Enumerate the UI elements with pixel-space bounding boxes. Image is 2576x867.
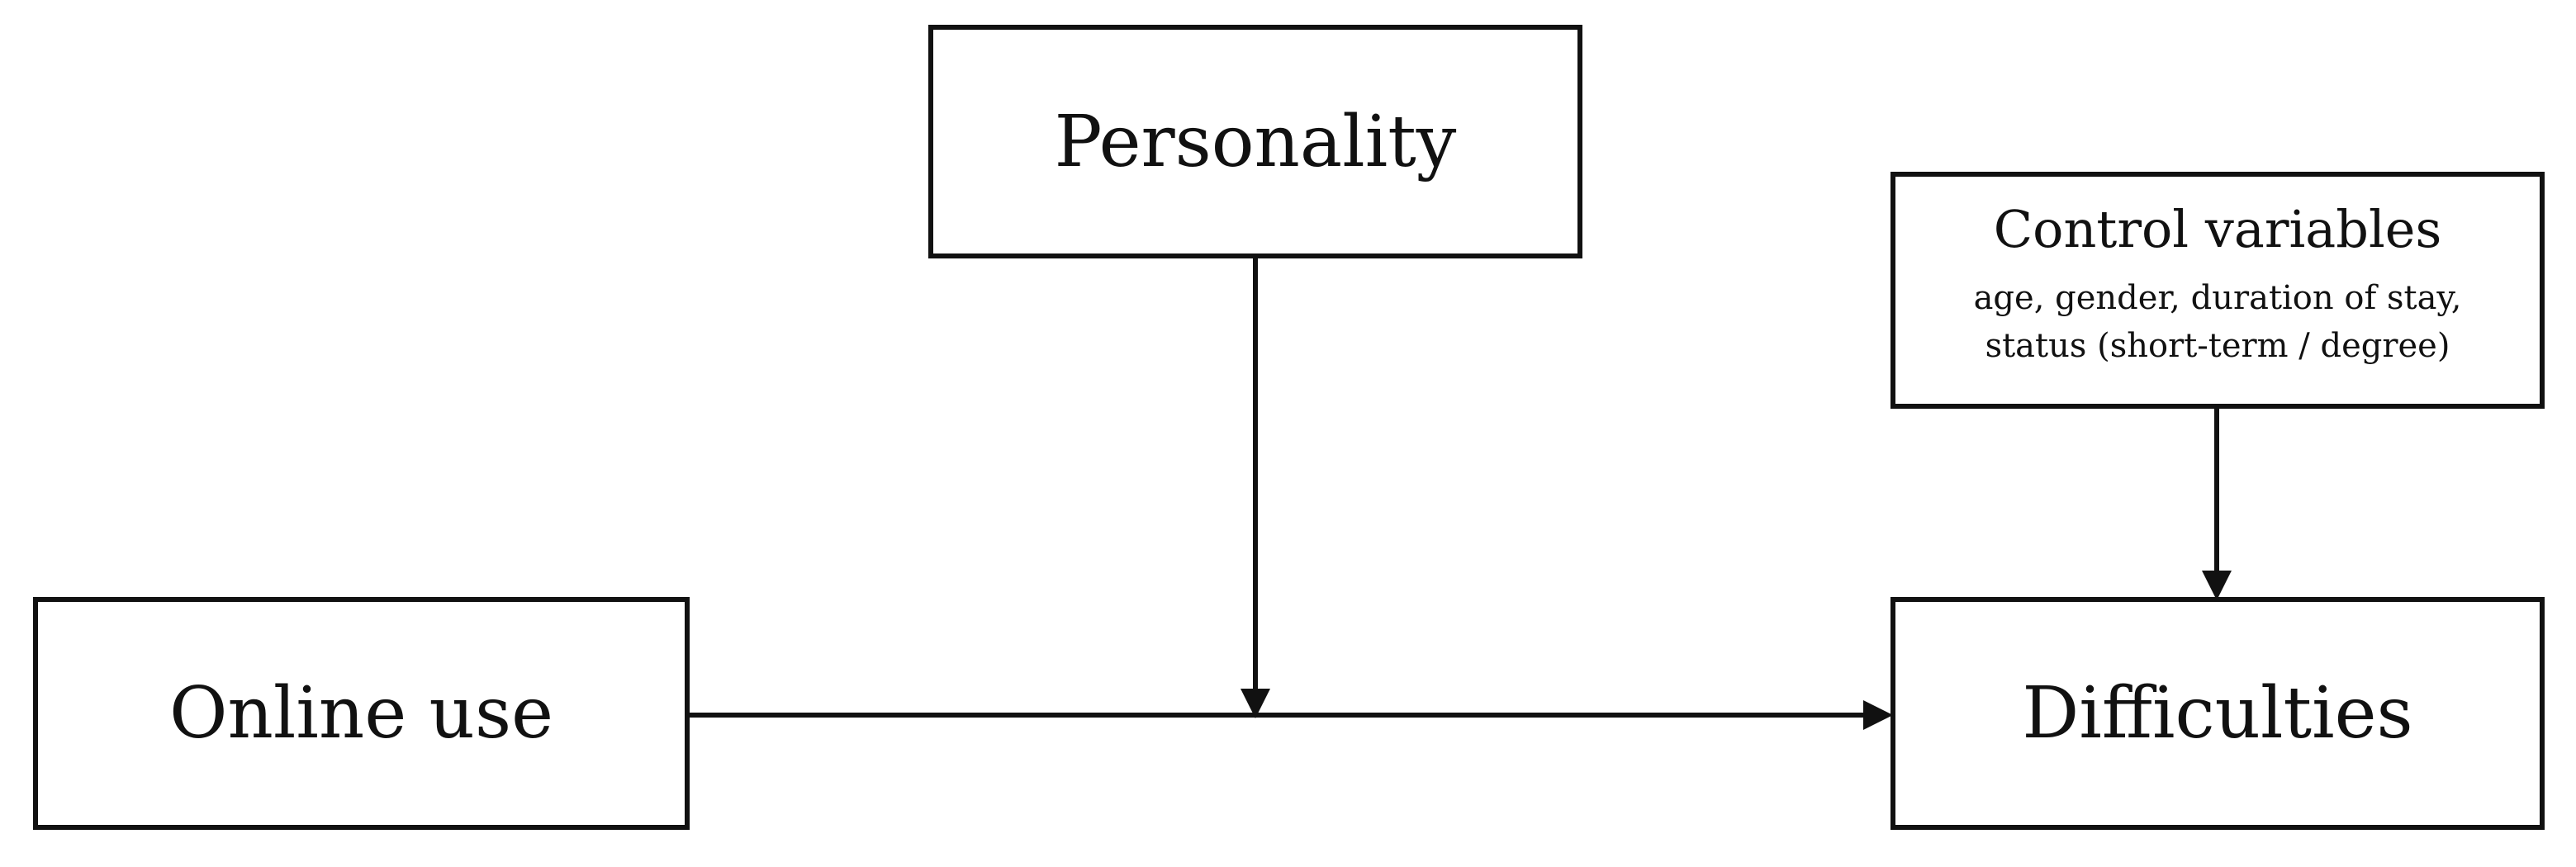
control-variables-title: Control variables — [1993, 199, 2442, 259]
personality-label: Personality — [1054, 100, 1457, 183]
difficulties-box: Difficulties — [1890, 597, 2545, 830]
control-variables-box: Control variables age, gender, duration … — [1890, 172, 2545, 409]
personality-box: Personality — [928, 25, 1582, 258]
control-variables-line-2: status (short-term / degree) — [1985, 327, 2450, 366]
control-variables-line-1: age, gender, duration of stay, — [1973, 279, 2462, 318]
difficulties-label: Difficulties — [2022, 672, 2413, 755]
online-use-box: Online use — [33, 597, 690, 830]
online-use-label: Online use — [169, 672, 553, 755]
